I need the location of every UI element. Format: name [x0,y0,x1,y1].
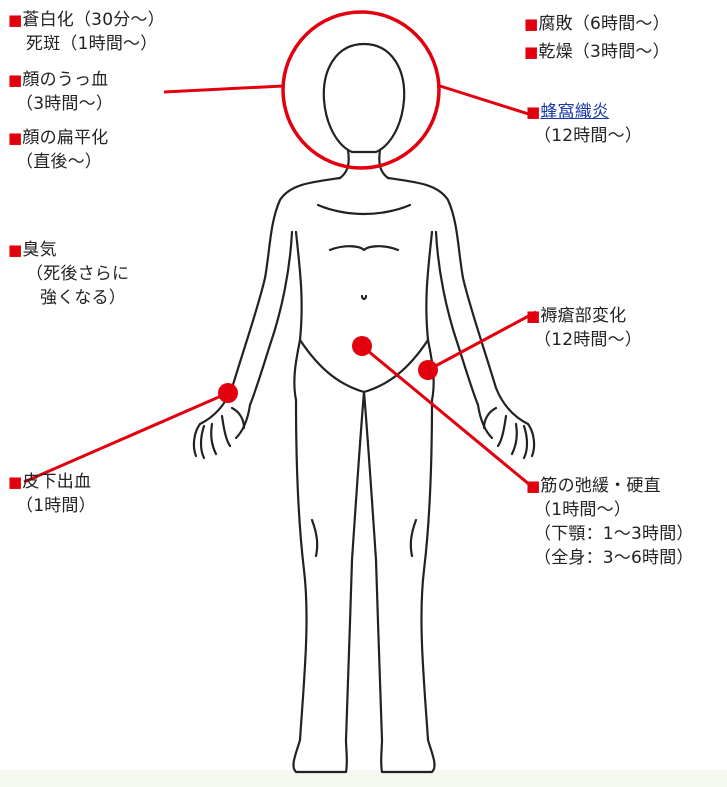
label-sub: （3時間～） [16,94,114,114]
label-sub: 死斑（1時間～） [26,34,158,54]
line-hip [427,310,537,372]
label-congestion: ■顔のうっ血 （3時間～） [8,68,113,116]
dot-hand [218,383,238,403]
label-title: 顔のうっ血 [22,70,109,90]
label-bedsore: ■褥瘡部変化 （12時間～） [526,304,642,352]
bottom-band [0,770,727,787]
cellulitis-link[interactable]: 蜂窩織炎 [540,102,610,122]
label-sub: （1時間～） [534,500,632,520]
label-sub: （12時間～） [534,330,643,350]
right-knee [409,518,418,558]
head-outline [322,42,406,154]
label-sub: （1時間） [16,496,96,516]
label-sub: （死後さらに [26,264,130,284]
bullet-square: ■ [526,103,541,121]
label-title: 褥瘡部変化 [540,306,627,326]
label-bleeding: ■皮下出血 （1時間） [8,470,96,518]
bullet-square: ■ [8,71,23,89]
label-sub: （直後～） [16,152,102,172]
label-title: 腐敗（6時間～） [538,14,670,34]
label-title: 皮下出血 [22,472,92,492]
label-drying: ■乾燥（3時間～） [524,40,670,64]
torso-right [425,230,435,402]
label-title: 筋の弛緩・硬直 [540,476,661,496]
label-decay: ■腐敗（6時間～） [524,12,670,36]
body-outline [192,42,536,774]
right-arm-inner [434,230,480,407]
right-leg-inner [362,390,384,742]
left-foot [292,738,348,774]
label-muscle: ■筋の弛緩・硬直 （1時間～） （下顎：1～3時間） （全身：3～6時間） [526,474,694,570]
left-knee [310,518,319,558]
label-pallor: ■蒼白化（30分～） 死斑（1時間～） [8,8,165,56]
label-odor: ■臭気 （死後さらに 強くなる） [8,238,129,310]
line-pelvis [361,344,531,487]
dot-hip [418,360,438,380]
label-sub: 強くなる） [40,288,126,308]
label-title: 乾燥（3時間～） [538,42,670,62]
collar [316,203,412,216]
label-title: 顔の扁平化 [22,128,109,148]
label-sub: （下顎：1～3時間） [534,524,694,544]
torso-left [293,230,303,402]
head-highlight-circle [281,10,441,170]
dot-pelvis [352,336,372,356]
left-hand [192,403,252,460]
left-leg-outer [294,398,308,742]
label-title: 蒼白化（30分～） [22,10,165,30]
bullet-square: ■ [526,477,541,495]
right-arm-outer [386,176,530,426]
bullet-square: ■ [8,241,23,259]
line-face-left [163,84,284,94]
bullet-square: ■ [8,129,23,147]
bullet-square: ■ [8,11,23,29]
line-face-right [439,84,539,119]
bullet-square: ■ [524,43,539,61]
label-title: 臭気 [22,240,57,260]
label-sub: （12時間～） [534,126,643,146]
left-arm-inner [248,230,294,407]
left-leg-inner [344,390,366,742]
leader-lines [23,84,539,487]
label-cellulitis: ■蜂窩織炎 （12時間～） [526,100,642,148]
label-flattening: ■顔の扁平化 （直後～） [8,126,108,174]
right-hand [476,403,536,460]
bullet-square: ■ [526,307,541,325]
bullet-square: ■ [524,15,539,33]
marker-dots [218,336,438,403]
right-foot [380,738,436,774]
navel [360,294,368,301]
line-hand [23,391,229,484]
bullet-square: ■ [8,473,23,491]
right-leg-outer [420,398,434,742]
label-sub: （全身：3～6時間） [534,548,694,568]
chest-line [328,245,400,252]
